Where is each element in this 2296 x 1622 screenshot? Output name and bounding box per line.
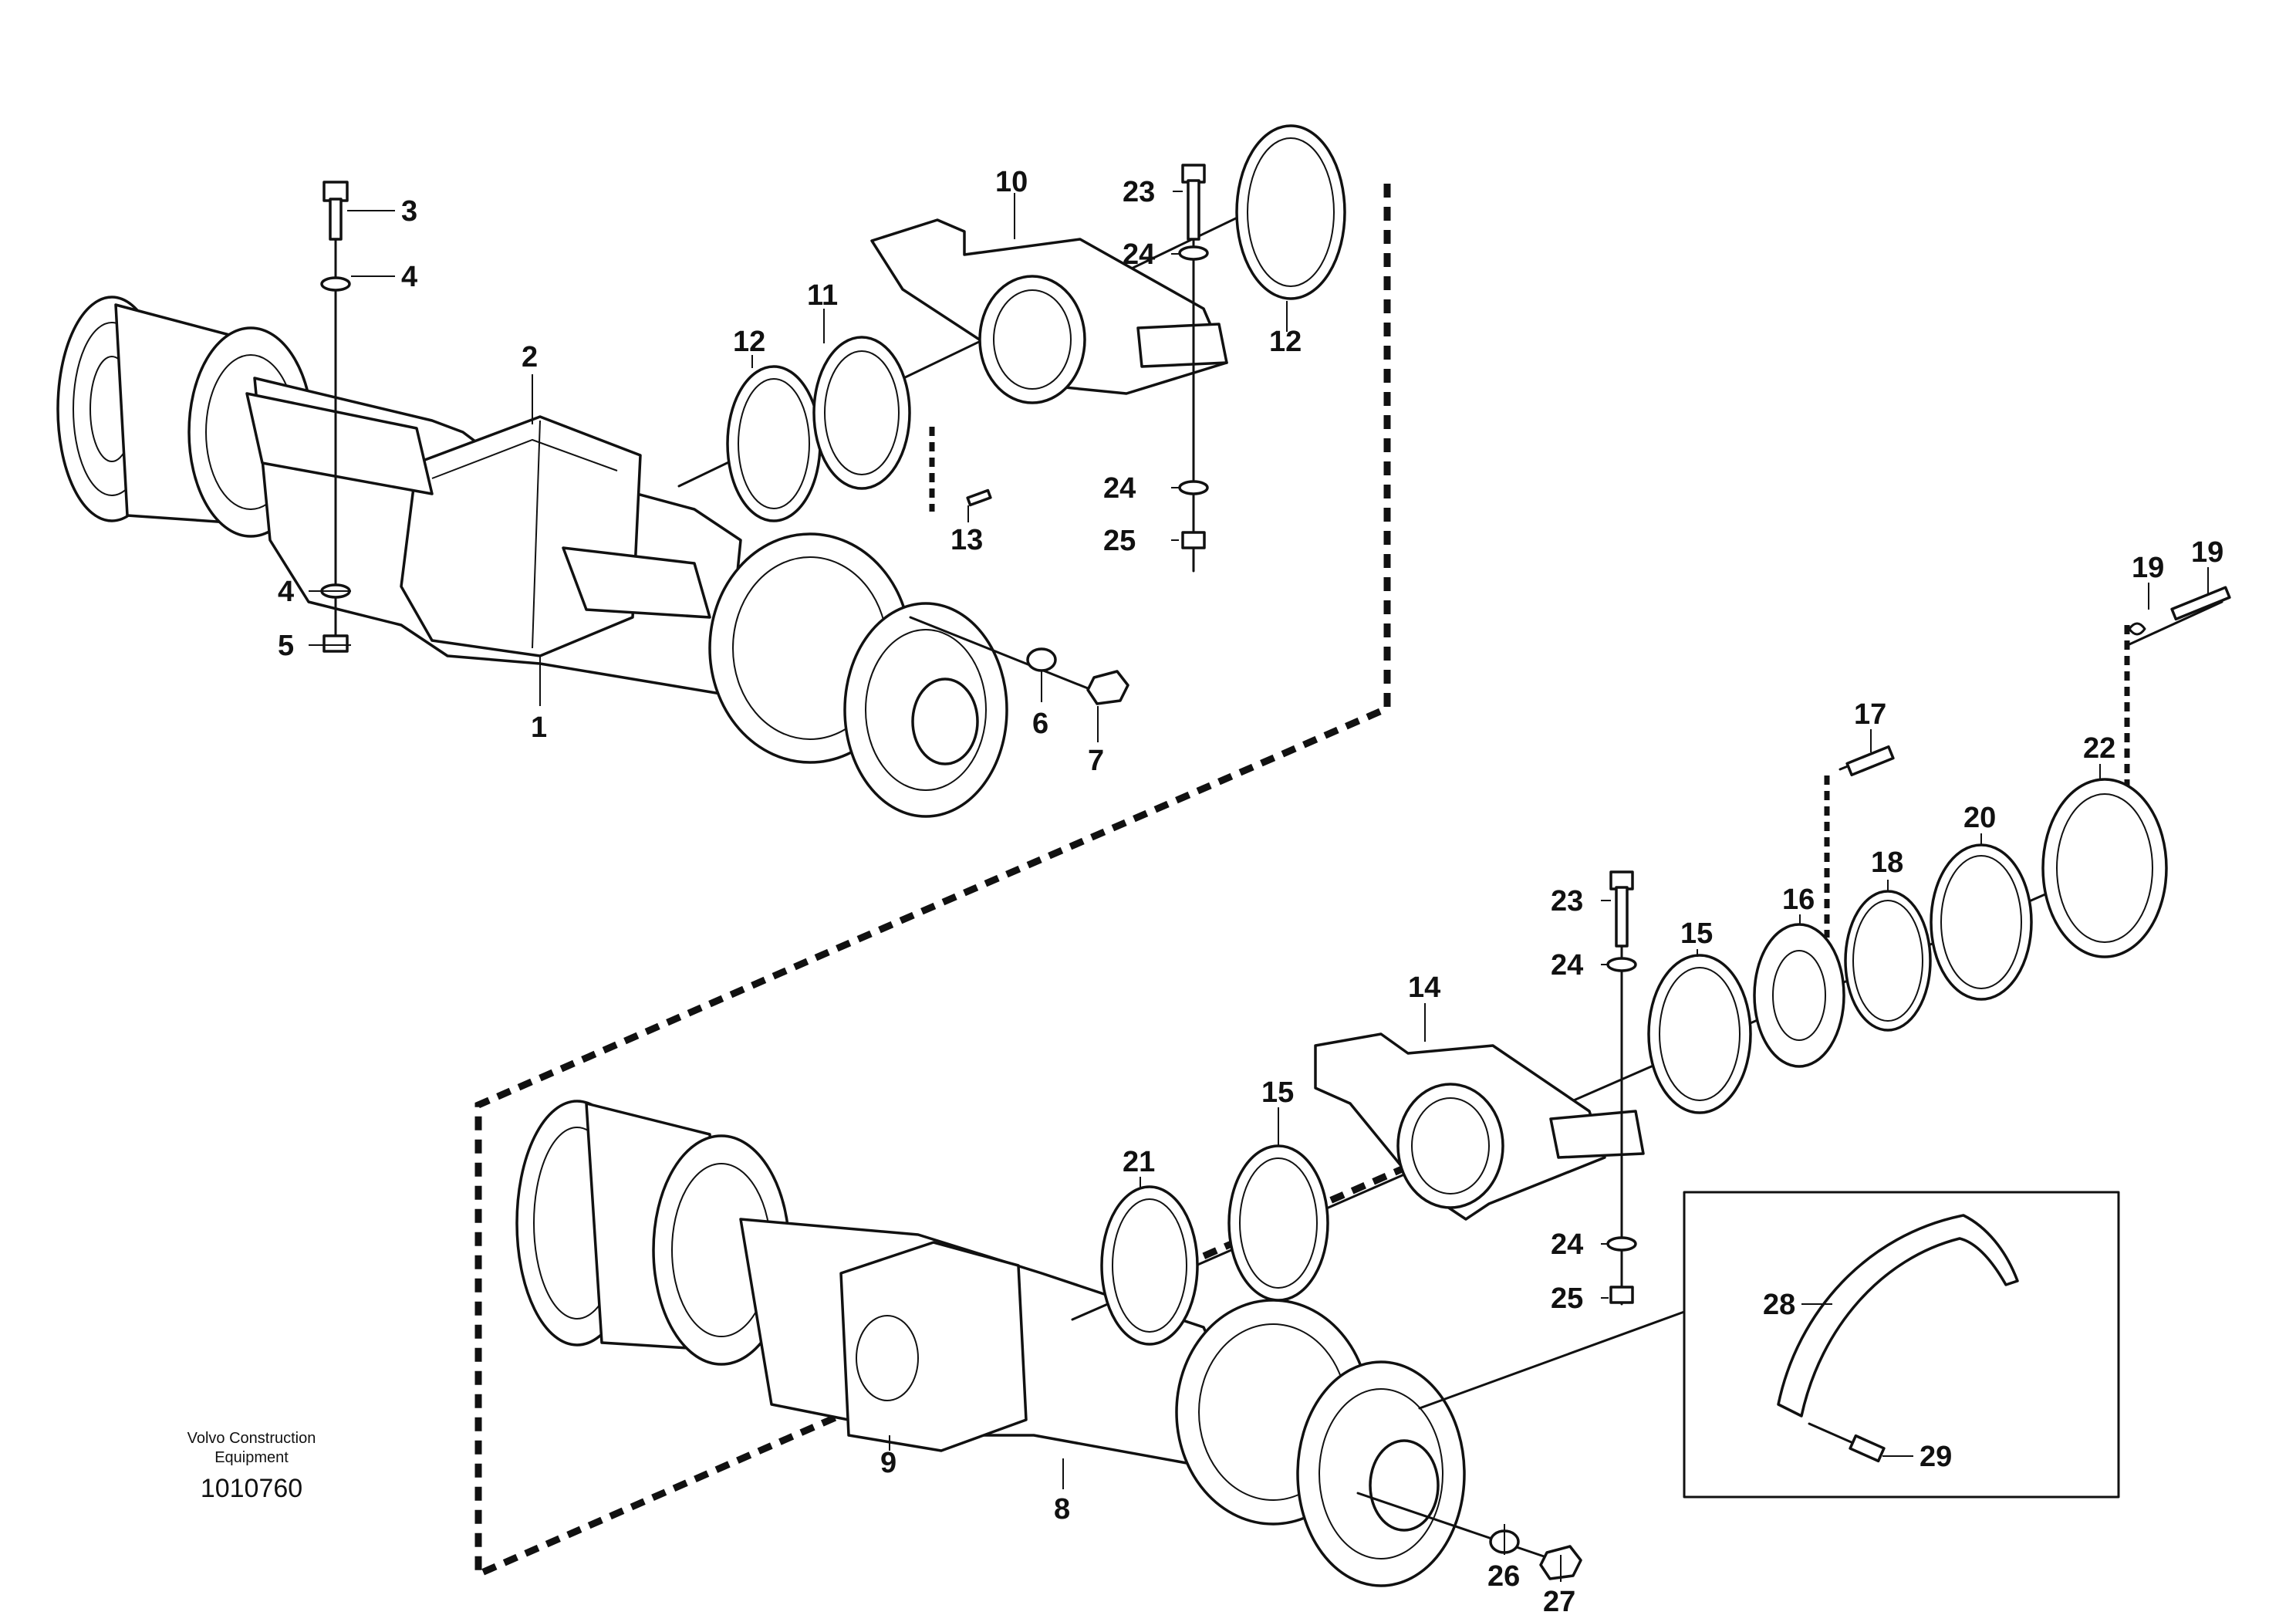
washer-24-lower [1178,480,1209,495]
drawing-number: 1010760 [201,1474,302,1503]
callout-26: 26 [1487,1560,1520,1593]
washer-24-lower-a [1606,957,1637,972]
upper-left-fasteners [320,181,351,653]
lower-bracket-bore [1396,1083,1504,1209]
lower-right-hub-cap [1369,1439,1440,1532]
ring-segment-28 [1777,1214,2019,1418]
washer-6 [1026,647,1057,672]
callout-24-d: 24 [1551,1228,1583,1261]
washer-24-upper [1178,245,1209,261]
bushing-11 [812,336,911,490]
upper-bracket-parts [677,124,1346,522]
callout-15-left: 15 [1261,1076,1294,1109]
callout-16: 16 [1782,884,1815,916]
bolt-17 [1845,745,1895,777]
rear-axle-assembly [515,1100,1466,1587]
callout-4-upper: 4 [401,261,417,293]
callout-19-upper: 20 [1963,802,1996,834]
callout-13: 13 [950,524,983,556]
left-mount-pad [245,392,434,495]
nut-25 [1181,531,1206,549]
seal-ring-15-lower [1227,1144,1329,1302]
washer-24-lower-b [1606,1236,1637,1252]
right-mount-pad [562,546,711,619]
callout-27: 27 [1543,1586,1575,1618]
maker-line-1: Volvo Construction [187,1430,316,1447]
callout-19-lower: 21 [1123,1146,1155,1178]
upper-small-parts [909,488,1129,705]
nut-25-lower [1609,1286,1634,1304]
callout-24-c: 24 [1551,949,1583,982]
callout-21: 19 [2191,536,2223,569]
callout-7: 7 [1088,745,1104,777]
callout-17: 17 [1854,698,1886,731]
callout-24-b: 24 [1103,472,1136,505]
callout-6: 6 [1032,708,1048,740]
flange-16 [1753,923,1845,1068]
callout-leaders [309,191,2209,1582]
bracket-foot [1136,323,1228,368]
callout-25-upper: 25 [1103,525,1136,557]
callout-29: 29 [1920,1441,1952,1473]
seal-ring-12-left [726,365,822,522]
lower-bracket-foot [1549,1110,1645,1159]
group-brackets [474,184,2130,1580]
callout-2: 2 [522,341,538,373]
front-axle-assembly [56,296,1008,818]
callout-23-lower: 23 [1551,885,1583,917]
callout-28: 28 [1763,1289,1795,1321]
lock-washer-22 [2128,622,2146,636]
callout-22: 19 [2132,552,2164,584]
screw-29 [1849,1434,1886,1463]
callout-numbers: 3 4 4 5 2 1 6 7 10 11 12 12 13 23 24 24 … [278,166,2223,1618]
callout-5: 5 [278,630,294,662]
drawing-caption: Volvo Construction Equipment 1010760 [187,1430,316,1503]
callout-4-lower: 4 [278,576,294,608]
bolt-21 [2170,586,2231,621]
right-hub-cap [911,678,979,765]
lower-bracket-parts [1071,778,2168,1346]
detail-frame [1683,1191,2120,1499]
washer-4-upper [320,276,351,292]
callout-25-lower: 25 [1551,1282,1583,1315]
callout-11: 11 [807,279,838,312]
nut-7 [1086,670,1129,705]
seal-ring-12-right [1235,124,1346,300]
nut-5 [322,634,349,653]
callout-3: 3 [401,195,417,228]
callout-9: 9 [880,1447,896,1479]
bracket-bore [978,275,1086,404]
callout-20: 22 [2083,732,2115,765]
pin-13 [966,488,992,507]
shim-18 [1844,890,1932,1032]
callout-10: 10 [995,166,1028,198]
lower-differential-carrier [839,1241,1028,1452]
cover-20 [2041,778,2168,958]
callout-24-a: 24 [1123,238,1155,271]
detail-inset [1418,1191,2120,1499]
callout-1: 1 [531,711,547,744]
callout-15-right: 15 [1680,917,1713,950]
upper-right-fasteners [1178,164,1209,573]
seal-ring-19-lower [1100,1185,1199,1346]
callout-8: 8 [1054,1493,1070,1526]
callout-12-left: 12 [733,326,765,358]
seal-ring-19-upper [1930,843,2033,1001]
callout-18: 18 [1871,846,1903,879]
maker-line-2: Equipment [214,1449,289,1466]
callout-12-right: 12 [1269,326,1302,358]
bushing-15 [1647,954,1752,1114]
callout-14: 14 [1408,972,1440,1004]
callout-23-upper: 23 [1123,176,1155,208]
